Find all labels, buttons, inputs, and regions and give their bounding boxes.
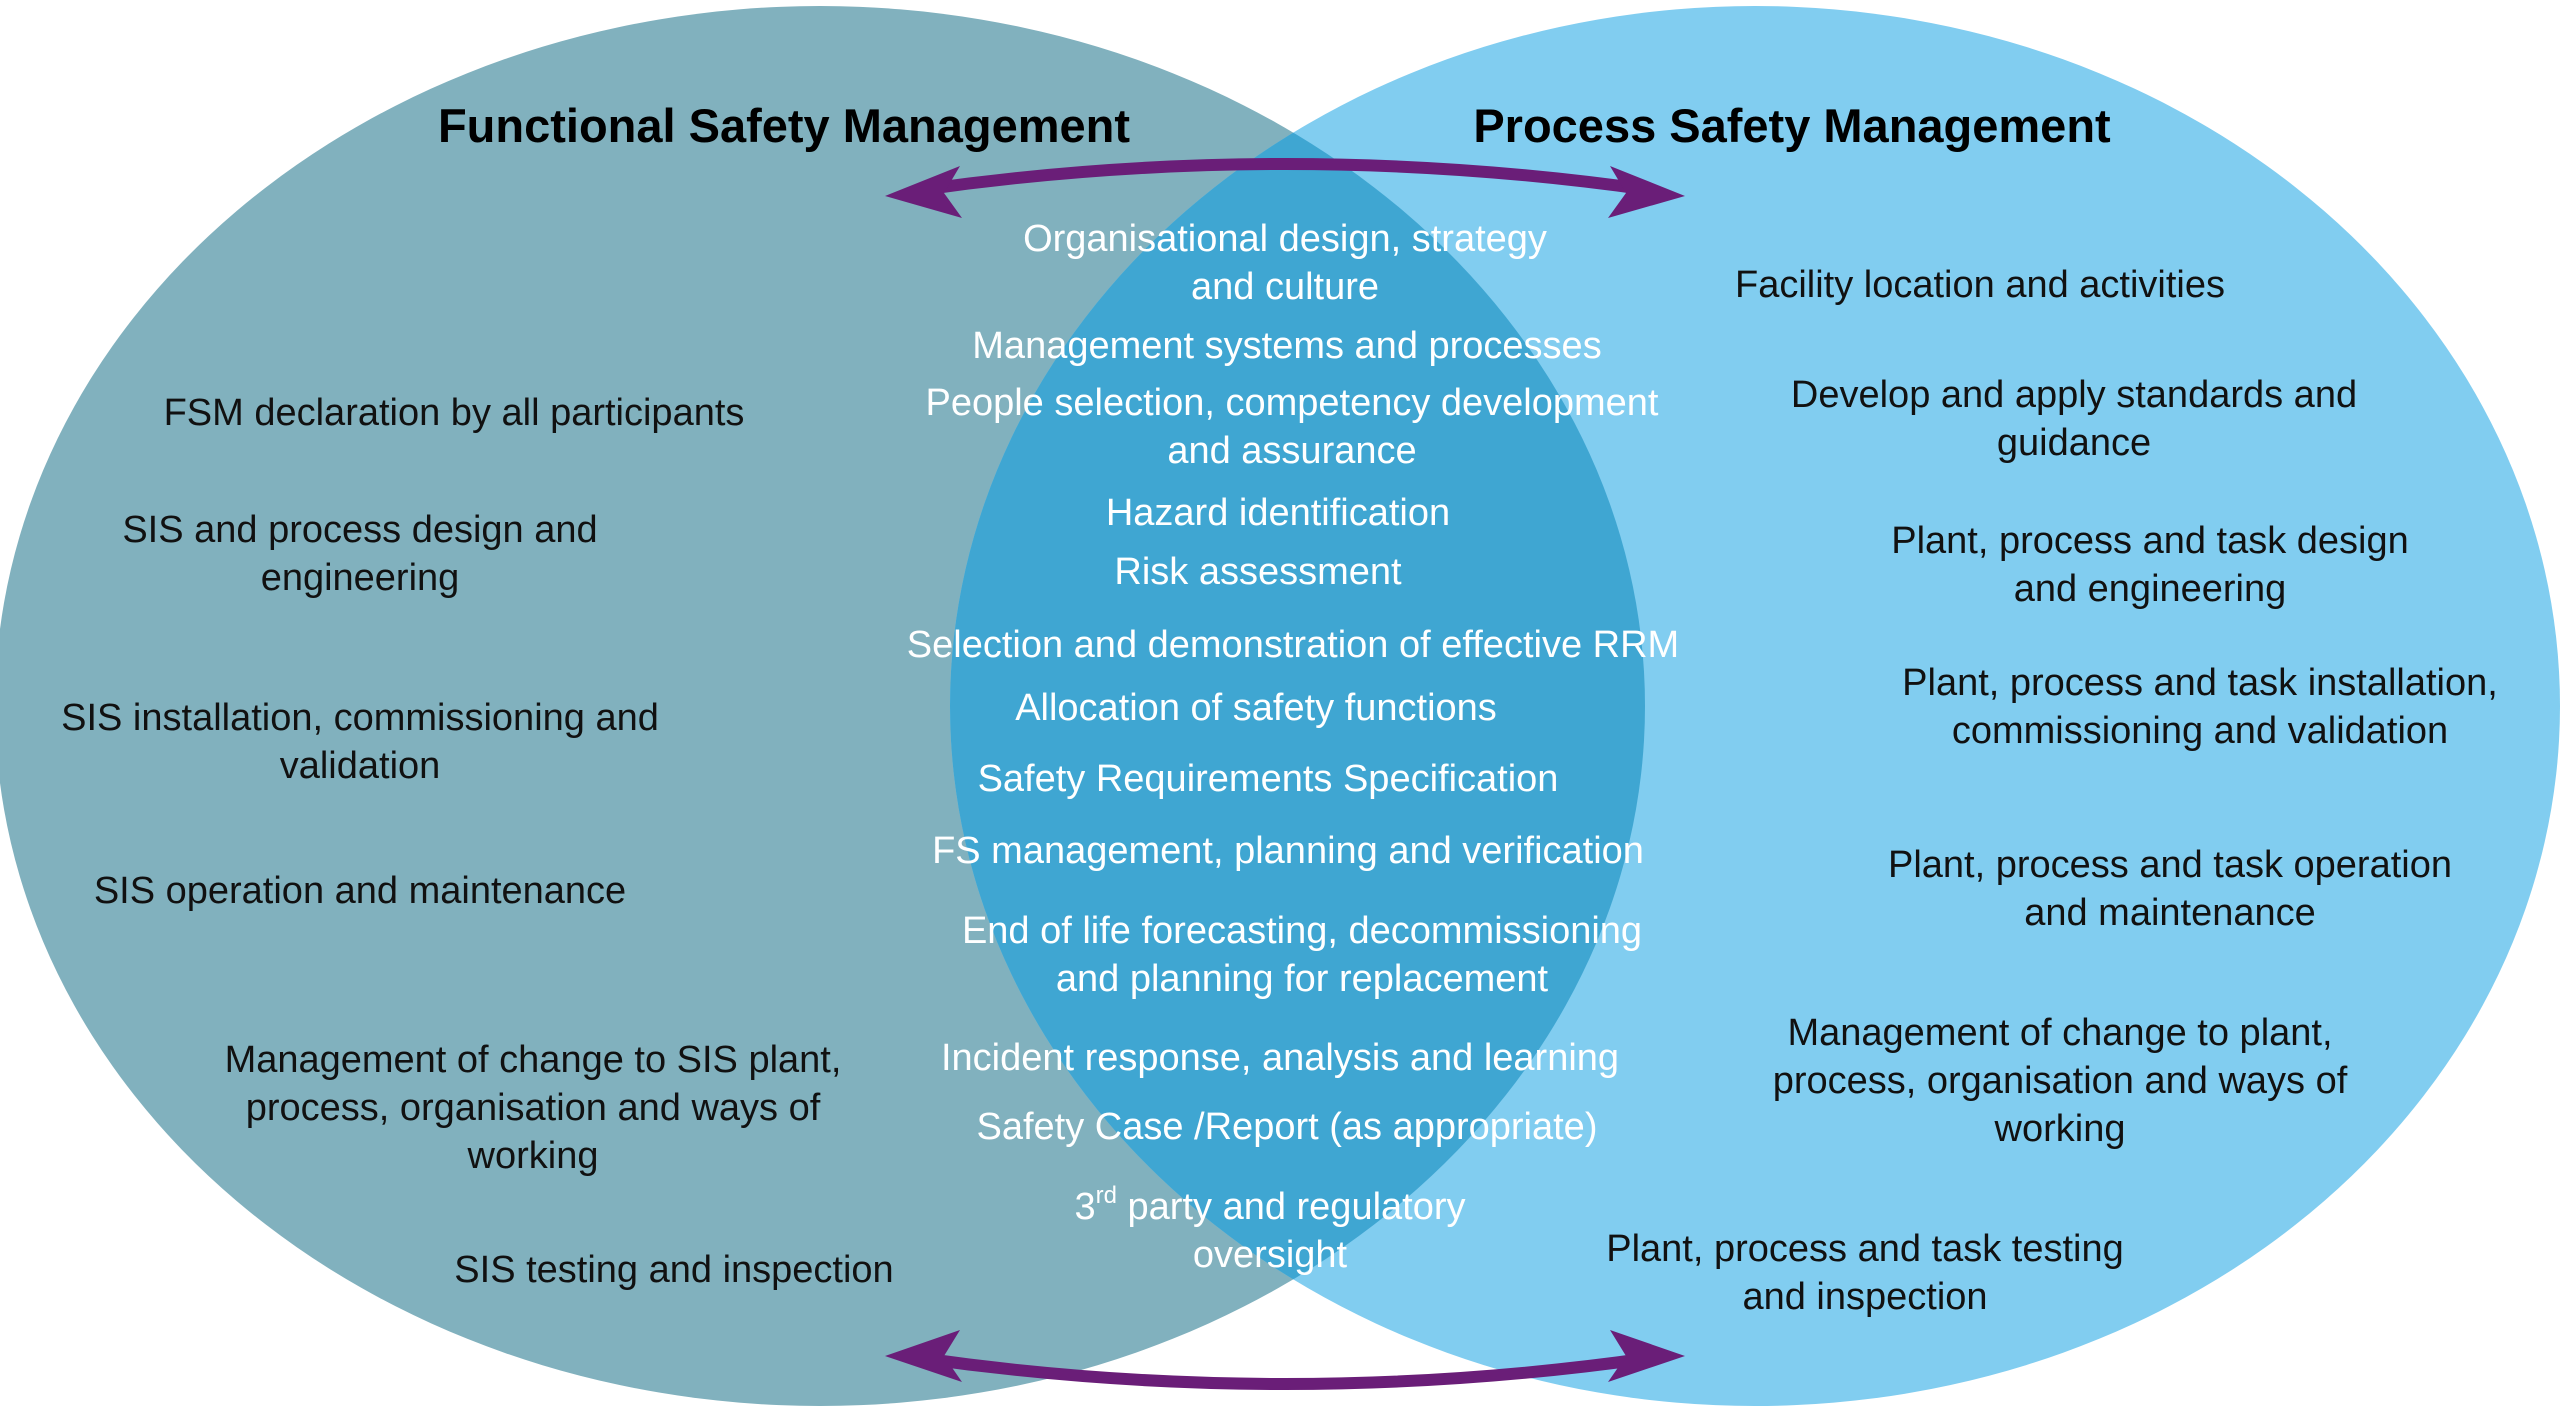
- shared-item: Selection and demonstration of effective…: [907, 624, 1679, 666]
- left-item: FSM declaration by all participants: [164, 392, 745, 434]
- shared-item: FS management, planning and verification: [932, 830, 1644, 872]
- right-item-line: Plant, process and task operation: [1888, 844, 2452, 886]
- right-item: Plant, process and task operation and mai…: [1888, 844, 2452, 934]
- right-item: Plant, process and task installation, com…: [1902, 662, 2498, 752]
- shared-item-line: Organisational design, strategy: [1023, 218, 1547, 260]
- right-item-line: process, organisation and ways of: [1773, 1060, 2348, 1102]
- shared-item-line: and assurance: [1167, 430, 1416, 472]
- right-item-line: working: [1994, 1108, 2126, 1150]
- overlap-region: [950, 6, 1645, 1406]
- left-item: Management of change to SIS plant, proces…: [225, 1039, 842, 1177]
- shared-item: Risk assessment: [1114, 551, 1402, 593]
- shared-item: Safety Case /Report (as appropriate): [977, 1106, 1598, 1148]
- oversight-line1-rest: party and regulatory: [1117, 1186, 1466, 1228]
- left-item-line: Management of change to SIS plant,: [225, 1039, 842, 1081]
- left-item-line: SIS operation and maintenance: [94, 870, 626, 912]
- shared-item: Hazard identification: [1106, 492, 1450, 534]
- right-item-line: and inspection: [1742, 1276, 1987, 1318]
- shared-item: Incident response, analysis and learning: [941, 1037, 1619, 1079]
- shared-item: Organisational design, strategy and cultu…: [1023, 218, 1547, 308]
- top-double-arrow: [885, 158, 1685, 218]
- shared-item-oversight: 3rd party and regulatory oversight: [1074, 1182, 1465, 1276]
- shared-item-line: Risk assessment: [1114, 551, 1402, 593]
- left-item: SIS testing and inspection: [454, 1249, 893, 1291]
- right-item: Plant, process and task design and engine…: [1891, 520, 2409, 610]
- shared-item: End of life forecasting, decommissioning…: [962, 910, 1642, 1000]
- right-item-line: Management of change to plant,: [1787, 1012, 2332, 1054]
- right-item-line: Plant, process and task design: [1891, 520, 2409, 562]
- shared-item-line: and culture: [1191, 266, 1379, 308]
- right-items: Facility location and activitiesDevelop …: [1606, 264, 2498, 1318]
- left-item: SIS installation, commissioning and valid…: [61, 697, 659, 787]
- shared-item-line: and planning for replacement: [1056, 958, 1549, 1000]
- shared-item-line: Allocation of safety functions: [1015, 687, 1497, 729]
- left-item-line: SIS testing and inspection: [454, 1249, 893, 1291]
- left-item-line: engineering: [261, 557, 460, 599]
- left-item-line: working: [467, 1135, 599, 1177]
- right-item-line: Facility location and activities: [1735, 264, 2225, 306]
- shared-item-line: Incident response, analysis and learning: [941, 1037, 1619, 1079]
- right-item: Plant, process and task testing and inspe…: [1606, 1228, 2124, 1318]
- shared-item-line: Safety Requirements Specification: [978, 758, 1559, 800]
- left-item: SIS and process design and engineering: [122, 509, 597, 599]
- right-item-line: and maintenance: [2024, 892, 2316, 934]
- right-item-line: Plant, process and task testing: [1606, 1228, 2124, 1270]
- right-item-line: commissioning and validation: [1952, 710, 2448, 752]
- left-item-line: SIS installation, commissioning and: [61, 697, 659, 739]
- shared-items: Organisational design, strategy and cultu…: [907, 218, 1679, 1148]
- left-item-line: FSM declaration by all participants: [164, 392, 745, 434]
- shared-item-line: Selection and demonstration of effective…: [907, 624, 1679, 666]
- right-item: Facility location and activities: [1735, 264, 2225, 306]
- shared-item: Allocation of safety functions: [1015, 687, 1497, 729]
- right-item-line: Develop and apply standards and: [1791, 374, 2357, 416]
- oversight-number: 3: [1074, 1186, 1095, 1228]
- right-item-line: guidance: [1997, 422, 2151, 464]
- shared-item-line: People selection, competency development: [925, 382, 1658, 424]
- oversight-superscript: rd: [1096, 1182, 1117, 1209]
- shared-item: Management systems and processes: [972, 325, 1601, 367]
- left-item-line: process, organisation and ways of: [246, 1087, 821, 1129]
- right-item-line: and engineering: [2014, 568, 2287, 610]
- right-item: Develop and apply standards and guidance: [1791, 374, 2357, 464]
- left-item-line: SIS and process design and: [122, 509, 597, 551]
- shared-item-line: End of life forecasting, decommissioning: [962, 910, 1642, 952]
- left-item-line: validation: [280, 745, 441, 787]
- right-item-line: Plant, process and task installation,: [1902, 662, 2498, 704]
- left-item: SIS operation and maintenance: [94, 870, 626, 912]
- shared-item: People selection, competency development…: [925, 382, 1658, 472]
- shared-item-line: Management systems and processes: [972, 325, 1601, 367]
- right-item: Management of change to plant, process, o…: [1773, 1012, 2348, 1150]
- bottom-double-arrow: [885, 1330, 1685, 1390]
- shared-item-line: Hazard identification: [1106, 492, 1450, 534]
- right-title: Process Safety Management: [1473, 99, 2111, 152]
- left-title: Functional Safety Management: [438, 99, 1130, 152]
- oversight-line2: oversight: [1193, 1234, 1348, 1276]
- shared-item-line: FS management, planning and verification: [932, 830, 1644, 872]
- shared-item: Safety Requirements Specification: [978, 758, 1559, 800]
- shared-item-line: Safety Case /Report (as appropriate): [977, 1106, 1598, 1148]
